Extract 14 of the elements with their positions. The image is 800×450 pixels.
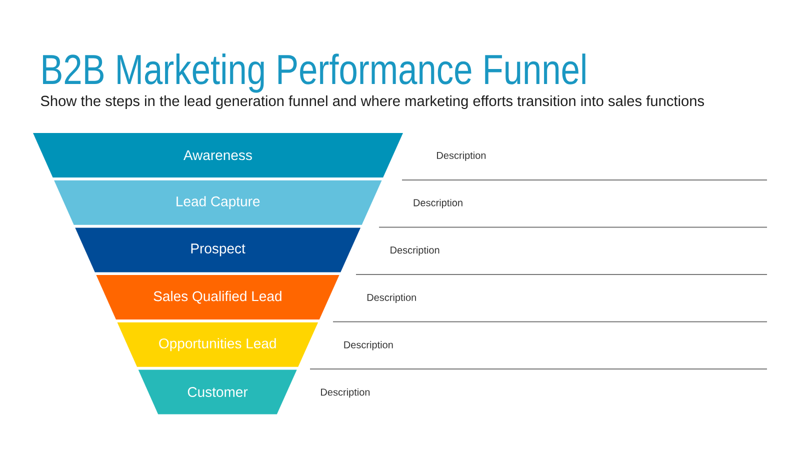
- description-text: Description: [437, 152, 486, 161]
- subtitle: Show the steps in the lead generation funnel and where marketing efforts transition into sales functions: [40, 95, 704, 110]
- funnel-band: Opportunities Lead: [117, 322, 318, 367]
- funnel-band: Customer: [138, 370, 297, 414]
- description-text: Description: [414, 198, 462, 208]
- description-text: Description: [390, 246, 440, 256]
- funnel-band: Awareness: [33, 133, 403, 178]
- funnel-band: Sales Qualified Lead: [96, 275, 340, 320]
- description-text: Description: [367, 294, 416, 303]
- title: B2B Marketing Performance Funnel: [43, 54, 586, 93]
- funnel-band: Prospect: [75, 228, 361, 272]
- description-text: Description: [321, 388, 370, 398]
- description-text: Description: [344, 341, 393, 350]
- funnel-band: Lead Capture: [54, 180, 382, 225]
